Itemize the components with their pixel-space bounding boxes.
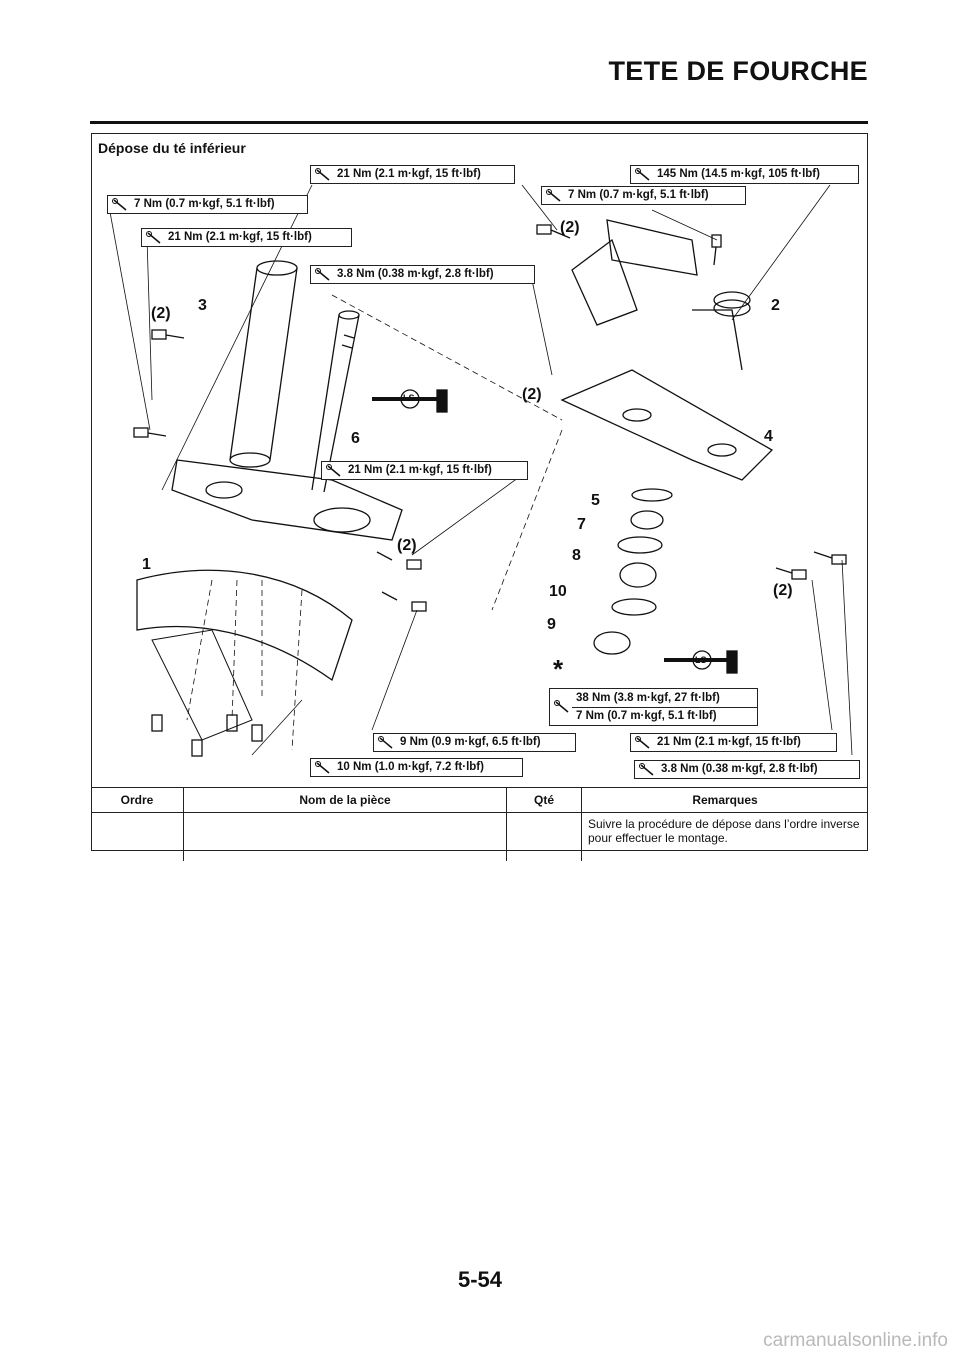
wrench-icon [315, 268, 330, 281]
callout-9: 9 [547, 616, 556, 633]
table-cell [506, 812, 582, 861]
torque-spec-box: 21 Nm (2.1 m·kgf, 15 ft·lbf) [321, 461, 528, 480]
table-row: Suivre la procédure de dépose dans l’ord… [91, 812, 868, 862]
torque-value: 7 Nm (0.7 m·kgf, 5.1 ft·lbf) [134, 198, 275, 210]
torque-value: 3.8 Nm (0.38 m·kgf, 2.8 ft·lbf) [661, 763, 818, 775]
wrench-icon [639, 763, 654, 776]
torque-spec-box: 3.8 Nm (0.38 m·kgf, 2.8 ft·lbf) [310, 265, 535, 284]
exploded-diagram [109, 184, 853, 757]
ls-label: LS [403, 393, 415, 403]
torque-value: 10 Nm (1.0 m·kgf, 7.2 ft·lbf) [337, 761, 484, 773]
table-cell [183, 812, 507, 861]
parts-table: Ordre Nom de la pièce Qté Remarques Suiv… [91, 787, 868, 861]
torque-spec-box: 21 Nm (2.1 m·kgf, 15 ft·lbf) [630, 733, 837, 752]
callout-1: 1 [142, 556, 151, 573]
torque-spec-box: 7 Nm (0.7 m·kgf, 5.1 ft·lbf) [541, 186, 746, 205]
torque-spec-box: 145 Nm (14.5 m·kgf, 105 ft·lbf) [630, 165, 859, 184]
col-header-nom: Nom de la pièce [183, 787, 507, 813]
torque-value: 145 Nm (14.5 m·kgf, 105 ft·lbf) [657, 168, 820, 180]
wrench-icon [635, 168, 650, 181]
callout-6: 6 [351, 430, 360, 447]
torque-spec-box: 7 Nm (0.7 m·kgf, 5.1 ft·lbf) [107, 195, 308, 214]
callout-qty-2: (2) [522, 386, 542, 403]
torque-spec-box: 10 Nm (1.0 m·kgf, 7.2 ft·lbf) [310, 758, 523, 777]
watermark: carmanualsonline.info [763, 1330, 948, 1351]
wrench-icon [315, 761, 330, 774]
wrench-icon [554, 700, 569, 713]
callout-4: 4 [764, 428, 773, 445]
callout-5: 5 [591, 492, 600, 509]
torque-value: 38 Nm (3.8 m·kgf, 27 ft·lbf) [576, 692, 720, 704]
divider [572, 707, 757, 708]
torque-value: 9 Nm (0.9 m·kgf, 6.5 ft·lbf) [400, 736, 541, 748]
callout-qty-2: (2) [773, 582, 793, 599]
table-cell [91, 813, 184, 862]
torque-value: 3.8 Nm (0.38 m·kgf, 2.8 ft·lbf) [337, 268, 494, 280]
torque-value: 21 Nm (2.1 m·kgf, 15 ft·lbf) [348, 464, 492, 476]
wrench-icon [315, 168, 330, 181]
callout-8: 8 [572, 547, 581, 564]
callout-qty-2: (2) [397, 537, 417, 554]
section-title: Dépose du té inférieur [98, 140, 246, 156]
torque-value: 7 Nm (0.7 m·kgf, 5.1 ft·lbf) [568, 189, 709, 201]
callout-7: 7 [577, 516, 586, 533]
page-number: 5-54 [457, 1267, 503, 1292]
wrench-icon [326, 464, 341, 477]
callout-2: 2 [771, 297, 780, 314]
torque-spec-box: 9 Nm (0.9 m·kgf, 6.5 ft·lbf) [373, 733, 576, 752]
col-header-qte: Qté [506, 787, 582, 813]
callout-qty-2: (2) [151, 305, 171, 322]
torque-spec-box: 21 Nm (2.1 m·kgf, 15 ft·lbf) [310, 165, 515, 184]
torque-value: 7 Nm (0.7 m·kgf, 5.1 ft·lbf) [576, 710, 717, 722]
col-header-ordre: Ordre [91, 787, 184, 813]
wrench-icon [146, 231, 161, 244]
table-cell: Suivre la procédure de dépose dans l’ord… [581, 812, 868, 861]
callout-qty-2: (2) [560, 219, 580, 236]
wrench-icon [112, 198, 127, 211]
torque-value: 21 Nm (2.1 m·kgf, 15 ft·lbf) [168, 231, 312, 243]
torque-value: 21 Nm (2.1 m·kgf, 15 ft·lbf) [657, 736, 801, 748]
torque-spec-box: 21 Nm (2.1 m·kgf, 15 ft·lbf) [141, 228, 352, 247]
page-title: TETE DE FOURCHE [608, 56, 868, 86]
torque-value: 21 Nm (2.1 m·kgf, 15 ft·lbf) [337, 168, 481, 180]
table-header-row: Ordre Nom de la pièce Qté Remarques [91, 787, 868, 813]
torque-spec-box: 3.8 Nm (0.38 m·kgf, 2.8 ft·lbf) [634, 760, 860, 779]
callout-10: 10 [549, 583, 567, 600]
callout-3: 3 [198, 297, 207, 314]
wrench-icon [546, 189, 561, 202]
header-rule [90, 121, 868, 124]
wrench-icon [635, 736, 650, 749]
ls-label: LS [695, 655, 707, 665]
wrench-icon [378, 736, 393, 749]
new-part-asterisk: * [553, 654, 564, 684]
torque-spec-box-double: 38 Nm (3.8 m·kgf, 27 ft·lbf) 7 Nm (0.7 m… [549, 688, 758, 726]
col-header-remarques: Remarques [581, 787, 868, 813]
